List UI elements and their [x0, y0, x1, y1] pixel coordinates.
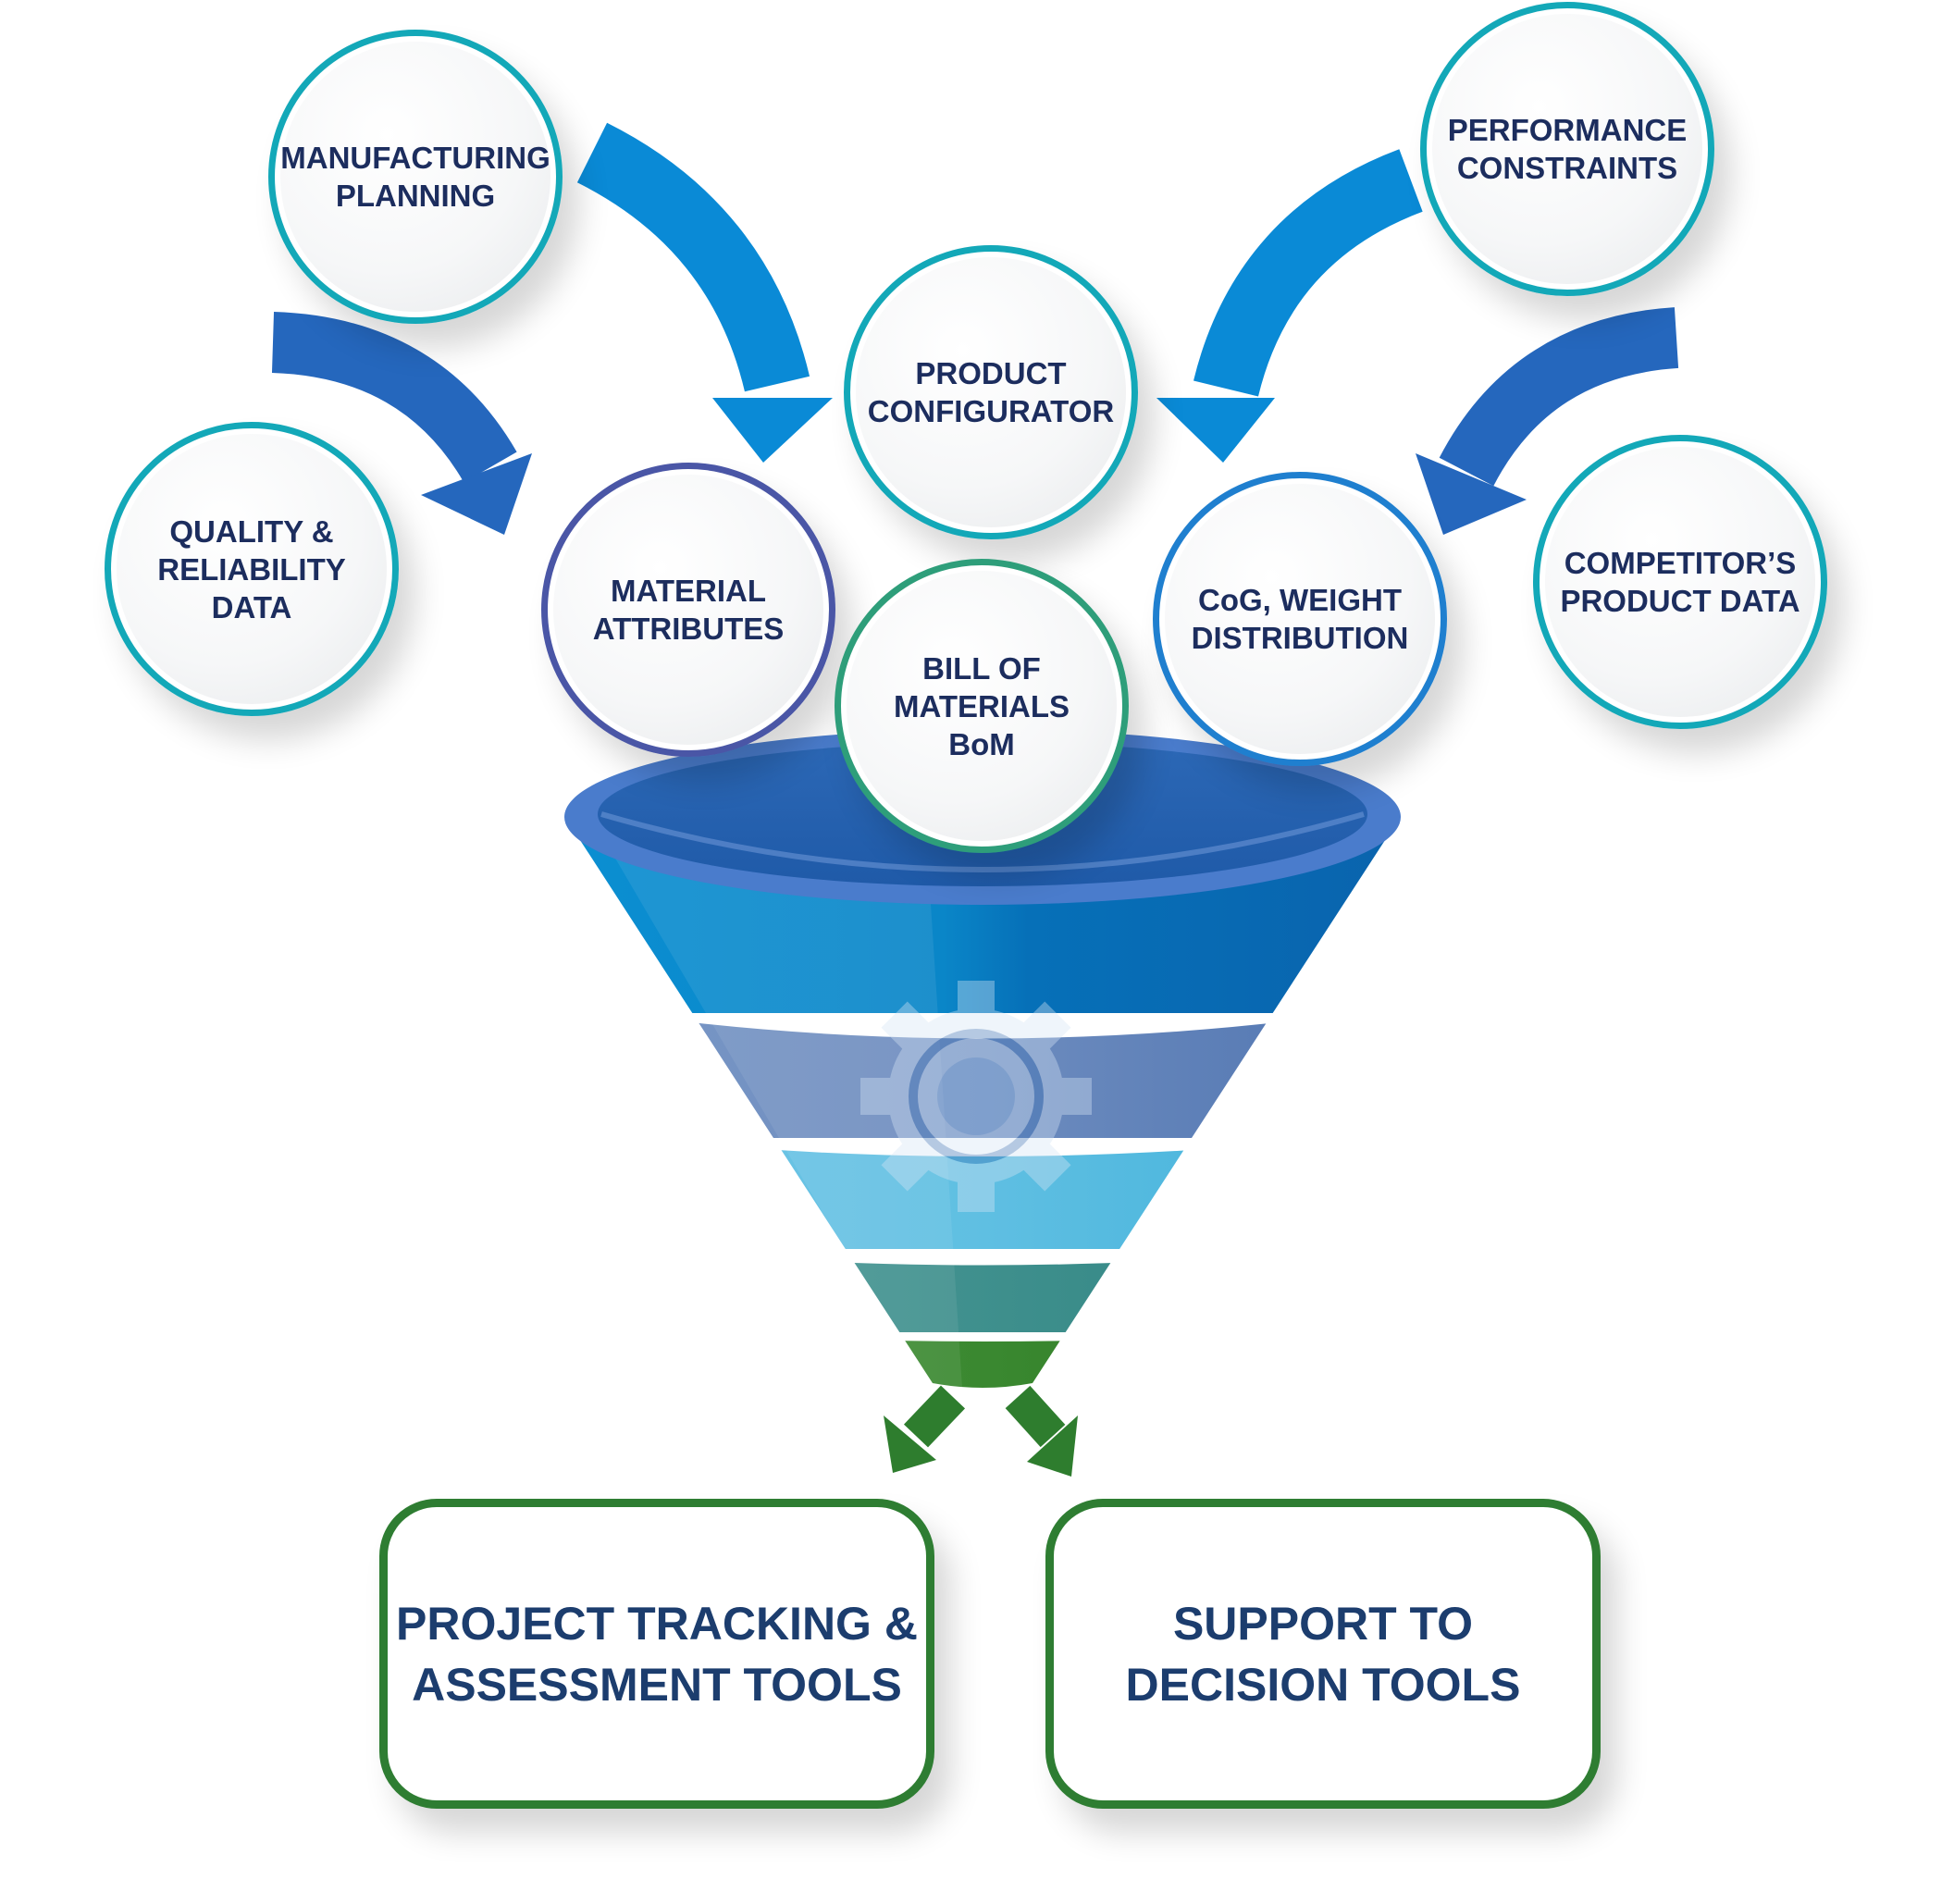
- product-configurator-label: PRODUCT CONFIGURATOR: [867, 356, 1115, 428]
- cog-weight-label: CoG, WEIGHT DISTRIBUTION: [1191, 583, 1409, 655]
- circle-product-configurator: PRODUCT CONFIGURATOR: [844, 245, 1138, 539]
- output-decision-support-box: SUPPORT TO DECISION TOOLS: [1045, 1499, 1601, 1809]
- circle-performance-constraints: PERFORMANCE CONSTRAINTS: [1420, 2, 1714, 296]
- arrow-to-project-tracking: [884, 1385, 966, 1473]
- project-tracking-label: PROJECT TRACKING & ASSESSMENT TOOLS: [396, 1597, 918, 1711]
- circle-bill-of-materials: BILL OF MATERIALS BoM: [835, 559, 1129, 853]
- arrow-to-competitor-data: [1416, 307, 1679, 535]
- circle-manufacturing-planning: MANUFACTURING PLANNING: [268, 30, 563, 324]
- output-project-tracking-box: PROJECT TRACKING & ASSESSMENT TOOLS: [379, 1499, 934, 1809]
- competitor-product-data-label: COMPETITOR’S PRODUCT DATA: [1560, 546, 1800, 618]
- manufacturing-planning-label: MANUFACTURING PLANNING: [280, 141, 550, 213]
- arrow-to-quality-reliability: [271, 312, 532, 535]
- gear-icon: [860, 981, 1092, 1212]
- arrow-from-manufacturing-planning: [576, 122, 833, 463]
- circle-quality-reliability: QUALITY & RELIABILITY DATA: [105, 422, 399, 716]
- decision-support-label: SUPPORT TO DECISION TOOLS: [1125, 1597, 1521, 1711]
- bill-of-materials-label: BILL OF MATERIALS BoM: [893, 650, 1070, 761]
- arrow-from-performance-constraints: [1156, 149, 1424, 463]
- circle-competitor-product-data: COMPETITOR’S PRODUCT DATA: [1533, 435, 1827, 729]
- quality-reliability-label: QUALITY & RELIABILITY DATA: [157, 513, 346, 624]
- material-attributes-label: MATERIAL ATTRIBUTES: [592, 574, 785, 646]
- circle-cog-weight-distribution: CoG, WEIGHT DISTRIBUTION: [1153, 472, 1447, 766]
- circle-material-attributes: MATERIAL ATTRIBUTES: [541, 463, 835, 757]
- performance-constraints-label: PERFORMANCE CONSTRAINTS: [1447, 113, 1688, 185]
- arrow-to-decision-support: [1005, 1385, 1078, 1477]
